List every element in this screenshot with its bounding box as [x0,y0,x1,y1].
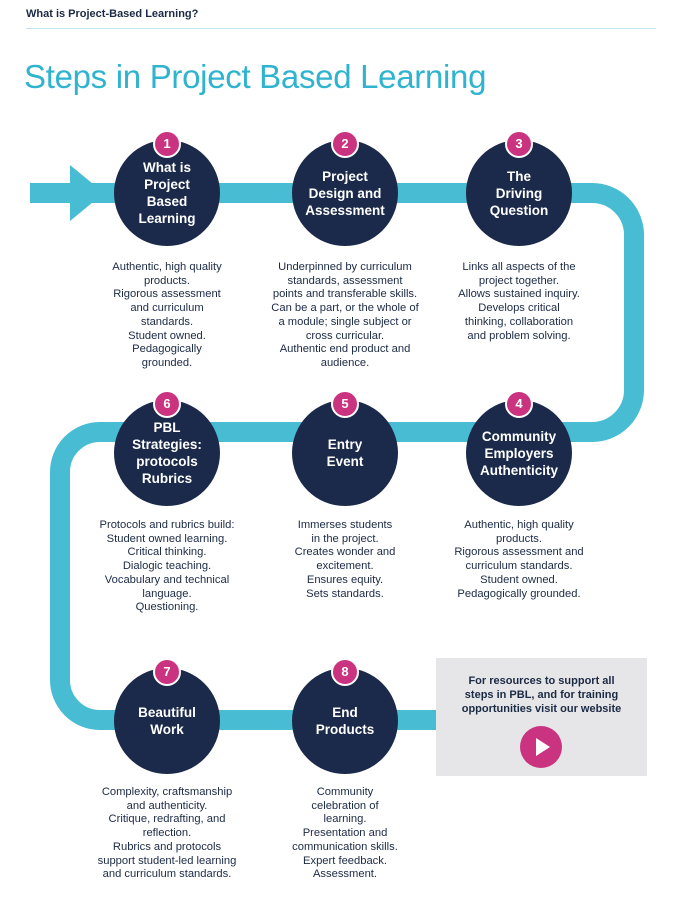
step-2-number-badge: 2 [331,130,359,158]
step-4-circle: Community Employers Authenticity [466,400,572,506]
step-7-number-badge: 7 [153,658,181,686]
step-5-description: Immerses students in the project. Create… [294,519,396,600]
step-1-number-badge: 1 [153,130,181,158]
step-1-description: Authentic, high quality products. Rigoro… [112,261,222,369]
resources-panel-text: For resources to support all steps in PB… [461,675,622,715]
resources-panel: For resources to support all steps in PB… [436,658,647,776]
step-3-circle: The Driving Question [466,140,572,246]
step-3-description: Links all aspects of the project togethe… [458,261,580,342]
page-title: Steps in Project Based Learning [24,58,487,95]
step-3-number-badge: 3 [505,130,533,158]
step-8-number-badge: 8 [331,658,359,686]
step-5-title: Entry Event [326,437,364,469]
start-arrow-icon [30,165,104,221]
play-icon [536,738,550,756]
step-7-description: Complexity, craftsmanship and authentici… [97,786,237,881]
step-7-title: Beautiful Work [138,705,196,737]
step-6-description: Protocols and rubrics build: Student own… [99,519,235,614]
section-header: What is Project-Based Learning? [26,8,199,20]
step-4-title: Community Employers Authenticity [479,428,558,478]
step-1-title: What is Project Based Learning [138,160,196,226]
step-1-circle: What is Project Based Learning [114,140,220,246]
step-6-title: PBL Strategies: protocols Rubrics [132,420,202,486]
step-5-number-badge: 5 [331,390,359,418]
step-8-description: Community celebration of learning. Prese… [292,786,398,881]
step-2-description: Underpinned by curriculum standards, ass… [271,261,419,369]
step-4-number-badge: 4 [505,390,533,418]
play-button[interactable] [520,726,562,768]
step-2-title: Project Design and Assessment [305,168,385,218]
step-4-description: Authentic, high quality products. Rigoro… [454,519,584,600]
step-6-circle: PBL Strategies: protocols Rubrics [114,400,220,506]
header-divider [26,28,656,29]
step-6-number-badge: 6 [153,390,181,418]
step-8-title: End Products [315,705,375,737]
step-3-title: The Driving Question [489,168,549,218]
